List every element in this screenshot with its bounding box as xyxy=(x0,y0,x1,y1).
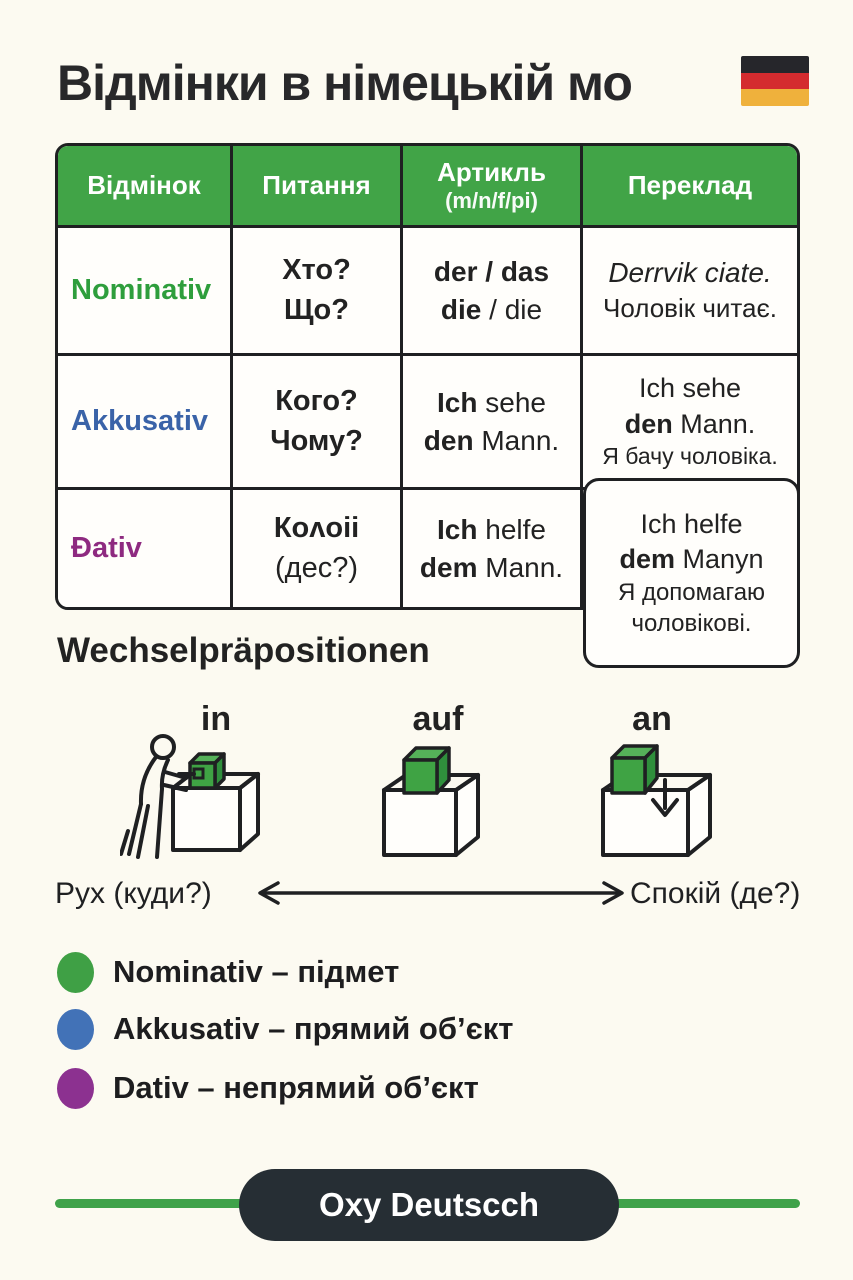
double-arrow-icon xyxy=(258,881,624,905)
label-auf: auf xyxy=(412,700,464,738)
legend-label: Nominativ – підмет xyxy=(113,954,400,989)
translation-dativ-box: Ich helfe dem Manyn Я допомагаю чоловіко… xyxy=(583,478,800,668)
brand-badge: Oxy Deutscch xyxy=(239,1169,619,1241)
header-question: Питання xyxy=(233,146,403,228)
header-article-sub: (m/n/f/pi) xyxy=(445,187,538,213)
in-diagram-icon xyxy=(120,734,260,859)
arrow-label-rest: Спокій (де?) xyxy=(630,877,801,910)
label-in: in xyxy=(200,700,232,738)
legend-item-dativ: Dativ – непрямий об’єкт xyxy=(57,1066,479,1110)
legend-item-nominativ: Nominativ – підмет xyxy=(57,950,399,994)
header-article: Артикль (m/n/f/pi) xyxy=(403,146,583,228)
question-nominativ: Хто?Що? xyxy=(233,228,403,356)
wechsel-heading: Wechselpräpositionen xyxy=(57,631,430,670)
cases-table: Відмінок Питання Артикль (m/n/f/pi) Пере… xyxy=(55,143,800,610)
article-akkusativ: Ich sehe den Mann. xyxy=(403,356,583,490)
blue-dot-icon xyxy=(57,1008,94,1050)
arrow-label-movement: Рух (куди?) xyxy=(55,877,212,910)
green-dot-icon xyxy=(57,951,94,993)
flag-stripe-gold xyxy=(741,89,809,106)
header-case: Відмінок xyxy=(58,146,233,228)
case-akkusativ: Akkusativ xyxy=(58,356,233,490)
purple-dot-icon xyxy=(57,1067,94,1109)
question-akkusativ: Кого?Чому? xyxy=(233,356,403,490)
article-nominativ: der / das die / die xyxy=(403,228,583,356)
legend-item-akkusativ: Akkusativ – прямий об’єкт xyxy=(57,1007,513,1051)
legend-label: Akkusativ – прямий об’єкт xyxy=(113,1011,514,1046)
page-title: Відмінки в німецькій мо xyxy=(57,55,633,111)
german-flag-icon xyxy=(741,56,809,106)
case-dativ: Đativ xyxy=(58,490,233,607)
translation-akkusativ: Ich sehe den Mann. Я бачу чоловіка. xyxy=(583,356,797,490)
flag-stripe-red xyxy=(741,72,809,90)
brand-badge-label: Oxy Deutscch xyxy=(318,1186,540,1223)
header-translation: Переклад xyxy=(583,146,797,228)
case-nominativ: Nominativ xyxy=(58,228,233,356)
article-dativ: Ich helfe dem Mann. xyxy=(403,490,583,607)
question-dativ: Коʌоіі(дес?) xyxy=(233,490,403,607)
translation-nominativ: Derrvik ciate. Чоловік читає. xyxy=(583,228,797,356)
auf-diagram-icon xyxy=(382,746,480,857)
an-diagram-icon xyxy=(601,744,712,857)
legend-label: Dativ – непрямий об’єкт xyxy=(113,1070,479,1105)
label-an: an xyxy=(632,700,672,738)
flag-stripe-black xyxy=(741,56,809,73)
